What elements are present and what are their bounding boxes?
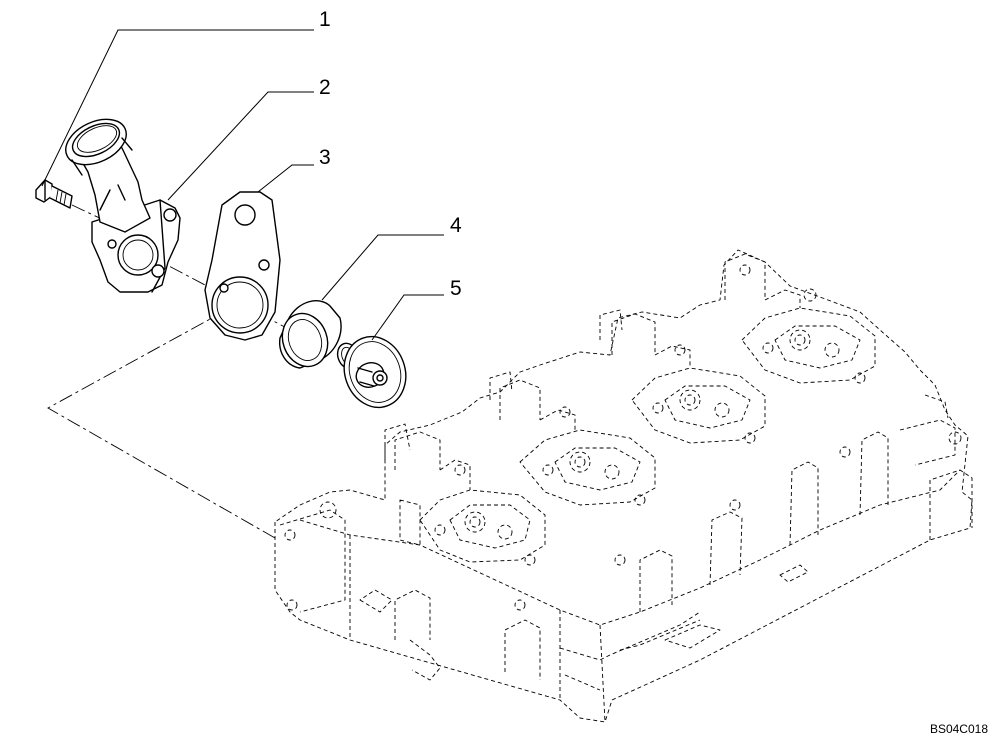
assembly-axis-line bbox=[47, 317, 276, 539]
thermostat-part-5 bbox=[336, 335, 407, 409]
callout-4: 4 bbox=[450, 214, 462, 237]
water-outlet-elbow-part-2 bbox=[65, 118, 181, 293]
gasket-part-3 bbox=[204, 191, 281, 341]
callout-1: 1 bbox=[319, 8, 331, 31]
bolt-part-1 bbox=[35, 179, 73, 209]
leader-lines bbox=[41, 29, 444, 341]
cylinder-head-phantom bbox=[274, 249, 973, 723]
seal-ring-part-4 bbox=[279, 300, 342, 369]
callout-2: 2 bbox=[319, 76, 331, 99]
reference-code: BS04C018 bbox=[929, 722, 988, 736]
callout-3: 3 bbox=[319, 146, 331, 169]
callout-5: 5 bbox=[450, 277, 462, 300]
